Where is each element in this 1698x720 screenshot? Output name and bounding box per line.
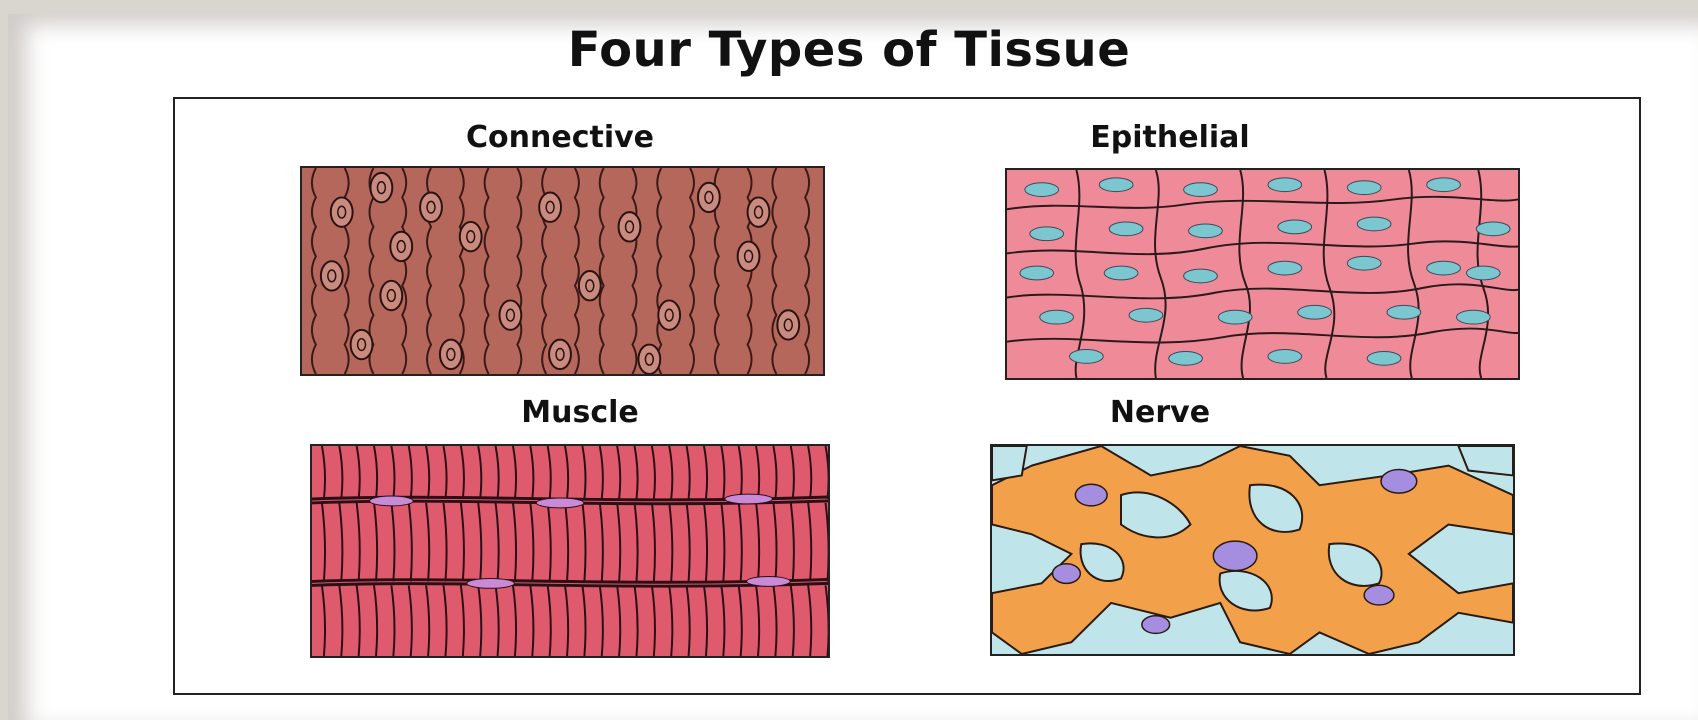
epithelial-tissue-illustration [1005,168,1520,380]
label-nerve: Nerve [900,395,1420,430]
label-connective: Connective [300,120,820,155]
label-muscle: Muscle [320,395,840,430]
nerve-tissue-illustration [990,444,1515,656]
diagram-title: Four Types of Tissue [0,22,1698,78]
label-epithelial: Epithelial [910,120,1430,155]
connective-tissue-illustration [300,166,825,376]
muscle-tissue-illustration [310,444,830,658]
